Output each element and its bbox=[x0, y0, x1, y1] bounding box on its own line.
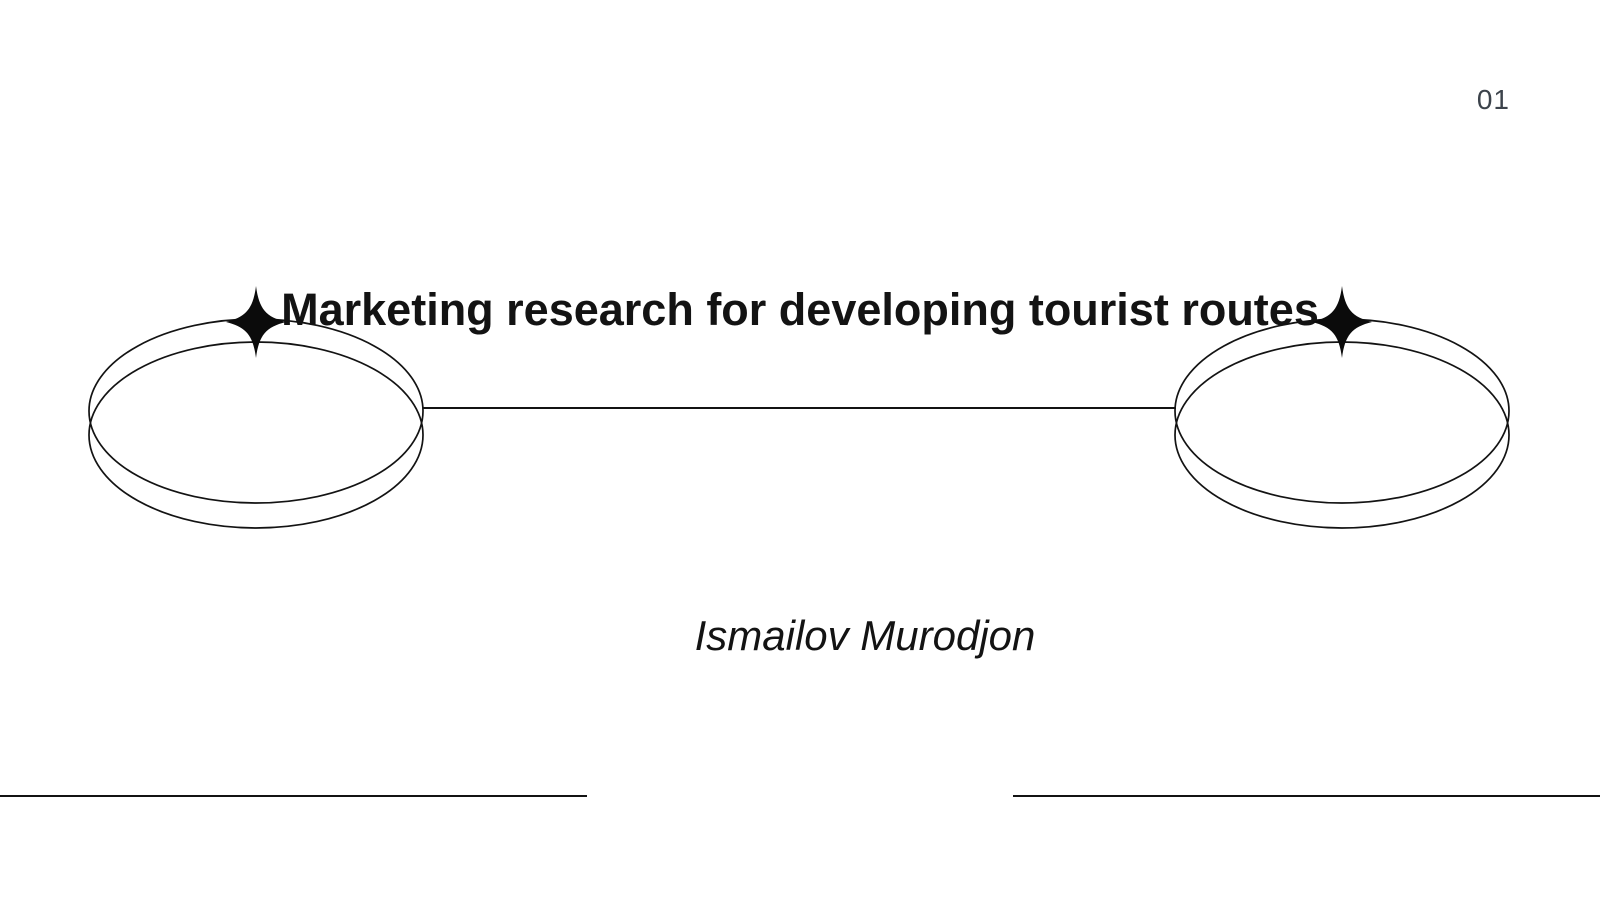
connector-line bbox=[423, 407, 1176, 409]
slide-title: Marketing research for developing touris… bbox=[281, 284, 1319, 335]
left-ellipse-lower-outline bbox=[88, 341, 424, 529]
author-name: Ismailov Murodjon bbox=[694, 612, 1036, 659]
left-ellipse-doodle bbox=[88, 286, 424, 529]
right-ellipse-doodle bbox=[1174, 286, 1510, 529]
page-number: 01 bbox=[1476, 84, 1510, 115]
footer-rule-right bbox=[1013, 795, 1600, 797]
footer-rule-left bbox=[0, 795, 587, 797]
sparkle-icon bbox=[226, 286, 286, 358]
right-ellipse-lower-outline bbox=[1174, 341, 1510, 529]
sparkle-icon bbox=[1312, 286, 1372, 358]
